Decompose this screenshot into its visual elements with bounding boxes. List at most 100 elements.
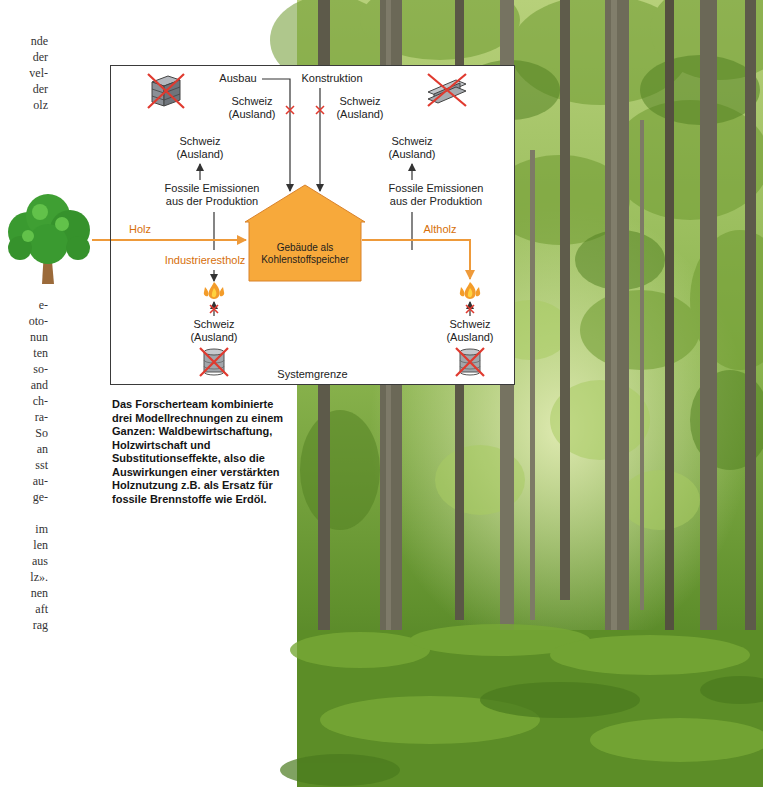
flame-icon (204, 282, 224, 299)
red-cross-marks (210, 305, 218, 313)
steel-beam-icon-crossed (428, 74, 466, 106)
forest-photo (590, 718, 763, 762)
flow-lines (411, 212, 412, 250)
red-cross-marks (466, 305, 474, 313)
flame-icon (468, 288, 473, 297)
flame-icon (476, 287, 481, 296)
forest-photo (530, 150, 535, 620)
forest-photo (700, 0, 717, 680)
tree-icon (32, 204, 48, 220)
body-text-fragment: der (0, 82, 48, 96)
steel-beam-icon-crossed (428, 74, 466, 106)
forest-photo (611, 0, 617, 700)
emission-label: Fossile Emissionen aus der Produktion (160, 182, 264, 208)
forest-photo (280, 676, 763, 786)
oil-barrel-crossed (456, 348, 484, 376)
forest-photo (605, 0, 629, 700)
forest-photo (270, 0, 763, 787)
figure-caption: Das Forscherteam kombinierte drei Modell… (112, 398, 294, 506)
flow-lines (411, 164, 412, 180)
flame-icon (464, 282, 475, 299)
wood-flow-label: Holz (115, 223, 165, 236)
forest-photo (280, 754, 400, 786)
flow-lines (213, 212, 214, 250)
tree-icon (8, 194, 90, 284)
origin-label: Schweiz (Ausland) (220, 95, 284, 121)
body-text-fragment: len (0, 538, 48, 552)
forest-photo (300, 410, 380, 530)
flame-icon (204, 287, 209, 296)
red-cross-marks (316, 106, 324, 114)
origin-label: Schweiz (Ausland) (328, 95, 392, 121)
red-cross-marks (210, 106, 474, 313)
forest-photo (297, 0, 763, 787)
flow-label: Ausbau (198, 72, 278, 85)
fitout-icon-crossed (148, 74, 184, 108)
origin-label: Schweiz (Ausland) (380, 135, 444, 161)
emission-label: Fossile Emissionen aus der Produktion (384, 182, 488, 208)
body-text-fragment: im (0, 522, 48, 536)
flow-lines (199, 164, 200, 180)
oil-barrel-crossed (200, 348, 228, 376)
body-text-fragment: e- (0, 298, 48, 312)
body-text-fragment: lz». (0, 570, 48, 584)
body-text-fragment: So (0, 426, 48, 440)
house-shape (245, 185, 365, 282)
wood-flow-lines (362, 240, 470, 279)
origin-label: Schweiz (Ausland) (438, 318, 502, 344)
forest-photo (620, 470, 700, 530)
oil-barrel-crossed (200, 348, 228, 376)
body-text-fragment: so- (0, 362, 48, 376)
fitout-icon-crossed (148, 74, 184, 108)
forest-photo (290, 624, 763, 762)
forest-photo (745, 0, 756, 650)
red-cross-marks (286, 106, 294, 114)
flame-icon (460, 287, 465, 296)
forest-photo (665, 0, 674, 630)
body-text-fragment: oto- (0, 314, 48, 328)
wood-flow-label: Altholz (410, 223, 470, 236)
flame-icon (460, 282, 480, 299)
body-text-fragment: nde (0, 34, 48, 48)
forest-photo (290, 632, 430, 668)
tree-icon (55, 217, 69, 231)
body-text-fragment: ra- (0, 410, 48, 424)
flame-icon (220, 287, 225, 296)
house-outline (245, 185, 365, 281)
body-text-fragment: an (0, 442, 48, 456)
flame-icon (208, 282, 219, 299)
body-text-fragment: ge- (0, 490, 48, 504)
body-text-fragment: and (0, 378, 48, 392)
wood-flow-lines (92, 239, 246, 241)
tree-icon (66, 236, 90, 260)
origin-label: Schweiz (Ausland) (182, 318, 246, 344)
body-text-fragment: ten (0, 346, 48, 360)
flow-lines (213, 270, 214, 281)
oil-barrel-crossed (204, 372, 224, 375)
body-text-fragment: sst (0, 458, 48, 472)
oil-barrel-crossed (460, 372, 480, 375)
body-text-fragment: nun (0, 330, 48, 344)
body-text-fragment: olz (0, 98, 48, 112)
body-text-fragment: nen (0, 586, 48, 600)
diagram-panel (110, 65, 515, 385)
body-text-fragment: rag (0, 618, 48, 632)
body-text-fragment: der (0, 50, 48, 64)
forest-photo (550, 635, 750, 675)
building-label: Gebäude als Kohlenstoffspeicher (255, 242, 355, 266)
body-text-fragment: ch- (0, 394, 48, 408)
flow-lines (319, 88, 320, 191)
body-text-fragment: aus (0, 554, 48, 568)
oil-barrel-crossed (456, 348, 484, 376)
origin-label: Schweiz (Ausland) (168, 135, 232, 161)
forest-photo (560, 0, 570, 600)
forest-photo (700, 676, 763, 704)
fitout-icon-crossed (152, 87, 180, 100)
flow-label: Konstruktion (287, 72, 377, 85)
body-text-fragment: vel- (0, 66, 48, 80)
boundary-label: Systemgrenze (111, 368, 514, 381)
body-text-fragment: au- (0, 474, 48, 488)
tree-icon (22, 230, 34, 242)
building-carbon-store: Gebäude als Kohlenstoffspeicher (245, 185, 365, 282)
